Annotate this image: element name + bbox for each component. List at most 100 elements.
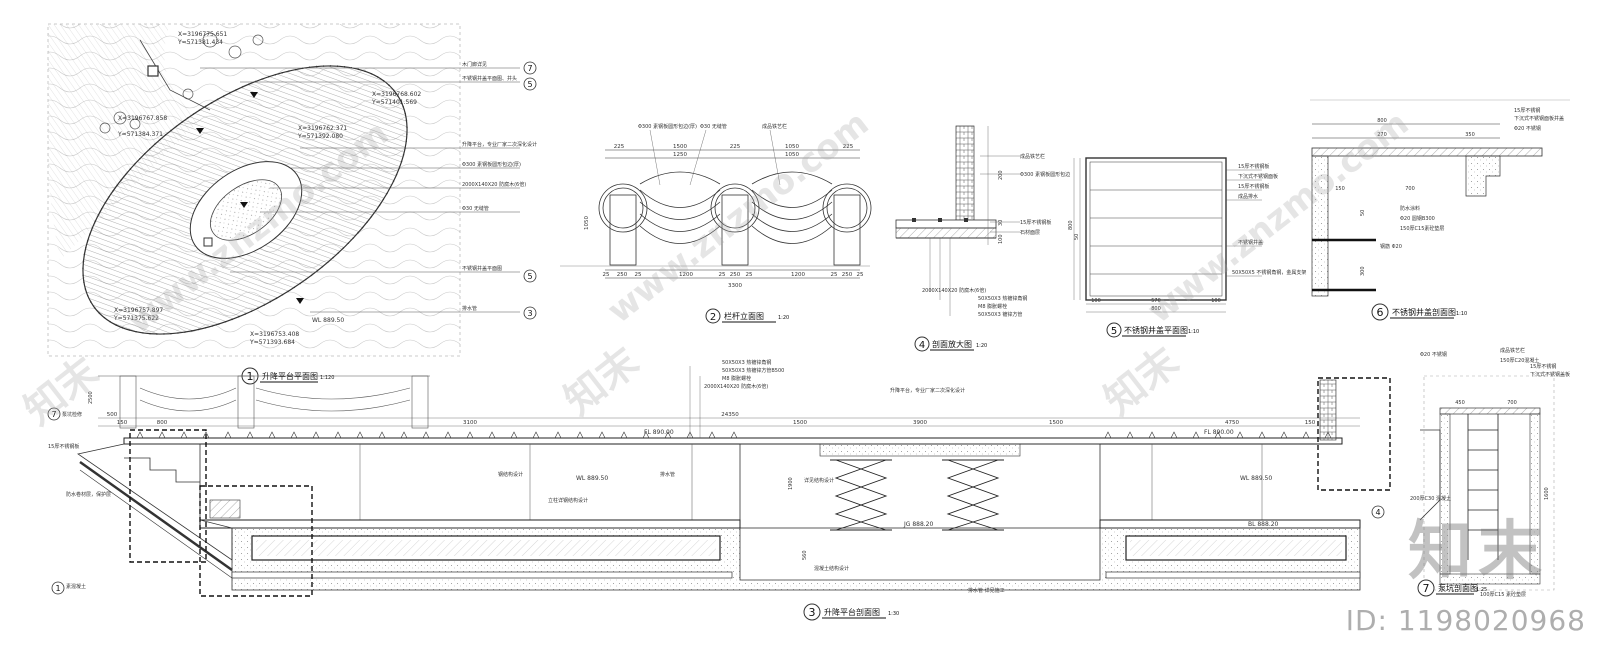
deck-clip [532, 431, 540, 439]
svg-text:2500: 2500 [88, 391, 94, 404]
svg-text:15厚不锈钢: 15厚不锈钢 [1514, 107, 1540, 114]
svg-text:3: 3 [527, 309, 532, 318]
deck-clip [708, 431, 716, 439]
deck-clip [1236, 431, 1244, 439]
deck-clip [1214, 431, 1222, 439]
manhole-plan-title: 不锈钢井盖平面图 [1124, 325, 1188, 335]
svg-text:5: 5 [527, 80, 532, 89]
svg-text:2000X140X20 防腐木(6倍): 2000X140X20 防腐木(6倍) [704, 383, 768, 390]
svg-text:25: 25 [603, 272, 610, 278]
svg-text:1500: 1500 [1049, 420, 1063, 426]
platform-section-3: 24350 3100 1500 3900 1500 4750 800 150 1… [47, 359, 1391, 621]
svg-text:250: 250 [730, 272, 741, 278]
svg-text:排水管 详见施工: 排水管 详见施工 [968, 587, 1005, 594]
svg-text:4750: 4750 [1225, 420, 1239, 426]
deck-clip [1104, 431, 1112, 439]
svg-text:5: 5 [1111, 326, 1117, 337]
section3-left-notes: 泵坑检修 15厚不锈钢板 防水卷材层，保护层 素混凝土 [48, 411, 111, 590]
manhole-cover-plan: 15厚不锈钢板 下沉式不锈钢面板 15厚不锈钢板 成品排水 不锈钢井盖 50X5… [1068, 157, 1306, 338]
svg-text:30: 30 [998, 220, 1004, 226]
svg-text:150厚C20混凝土: 150厚C20混凝土 [1500, 357, 1539, 364]
pump-pit-section: 成品铁艺栏 150厚C20混凝土 Φ20 不锈钢 15厚不锈钢 下沉式不锈钢盖板… [1410, 347, 1570, 598]
svg-text:800: 800 [1068, 220, 1074, 230]
svg-text:Φ300 素钢板圆形包边(厚): Φ300 素钢板圆形包边(厚) [638, 123, 697, 130]
svg-text:250: 250 [842, 272, 853, 278]
svg-text:50: 50 [1074, 234, 1080, 240]
svg-text:250: 250 [617, 272, 628, 278]
svg-text:3300: 3300 [728, 283, 742, 289]
svg-text:800: 800 [1151, 306, 1161, 312]
deck-clip [246, 431, 254, 439]
svg-text:Φ20 不锈钢: Φ20 不锈钢 [1514, 125, 1541, 132]
svg-text:50: 50 [1360, 210, 1366, 216]
svg-text:1:20: 1:20 [778, 315, 789, 321]
svg-text:15厚不锈钢板: 15厚不锈钢板 [1238, 183, 1269, 190]
svg-text:100: 100 [1211, 298, 1221, 304]
svg-text:详见结构设计: 详见结构设计 [804, 477, 834, 484]
svg-text:1: 1 [55, 584, 60, 593]
svg-text:Φ20 圆钢B300: Φ20 圆钢B300 [1400, 215, 1435, 222]
coord-c: X=3196768.602 [372, 91, 421, 98]
plan-callout: 排水管 [462, 305, 477, 312]
deck-clip [554, 431, 562, 439]
coord-i: X=3196757.897 [114, 307, 163, 314]
plan-view: X=3196775.651 Y=571381.434 X=3196768.602… [47, 23, 537, 357]
plan-callouts: 木门廊详见 不锈钢井盖平面图、井头 升降平台，专业厂家二次深化设计 Φ300 素… [462, 61, 537, 312]
svg-text:1050: 1050 [584, 216, 590, 230]
image-id-label: ID: 1198020968 [1345, 604, 1586, 637]
svg-text:1:120: 1:120 [320, 375, 334, 381]
svg-text:3: 3 [809, 606, 816, 619]
svg-text:钢筋 Φ20: 钢筋 Φ20 [1380, 243, 1402, 250]
deck-clip [730, 431, 738, 439]
svg-text:1:10: 1:10 [1188, 329, 1199, 335]
svg-text:150: 150 [1305, 420, 1316, 426]
svg-text:1:20: 1:20 [976, 343, 987, 349]
svg-text:15厚不锈钢板: 15厚不锈钢板 [1020, 219, 1051, 226]
svg-text:排水管: 排水管 [660, 471, 675, 478]
svg-text:Φ300 素钢板圆形包边: Φ300 素钢板圆形包边 [1020, 171, 1070, 178]
svg-text:1:25: 1:25 [1476, 587, 1487, 593]
deck-clip [224, 431, 232, 439]
railing-cables [639, 171, 833, 244]
pit-ladder [1467, 414, 1499, 560]
deck-clip [642, 431, 650, 439]
deck-clip [1126, 431, 1134, 439]
coord-a: X=3196775.651 [178, 31, 227, 38]
svg-text:15厚不锈钢板: 15厚不锈钢板 [48, 443, 79, 450]
deck-clip [444, 431, 452, 439]
deck-clip [466, 431, 474, 439]
svg-text:7: 7 [51, 410, 56, 419]
svg-text:25: 25 [719, 272, 726, 278]
railing-dims: 225 1500 225 1050 225 1250 1050 25 250 2… [603, 144, 864, 289]
manhole-section-title: 不锈钢井盖剖面图 [1392, 307, 1456, 317]
manhole-plan-dims: 570 100 100 800 [1091, 298, 1221, 312]
plan-callout: 木门廊详见 [462, 61, 487, 68]
svg-text:素混凝土: 素混凝土 [66, 583, 86, 590]
svg-text:成品排水: 成品排水 [1238, 193, 1258, 200]
deck-clip [180, 431, 188, 439]
section-detail-4: 成品铁艺栏 Φ300 素钢板圆形包边 15厚不锈钢板 石材面层 2000X140… [895, 125, 1070, 352]
svg-text:7: 7 [1423, 582, 1430, 595]
deck-clip [158, 431, 166, 439]
plan-wl: WL 889.50 [312, 317, 344, 324]
svg-text:WL 889.50: WL 889.50 [1240, 475, 1272, 482]
svg-text:成品铁艺栏: 成品铁艺栏 [762, 123, 787, 130]
svg-text:石材面层: 石材面层 [1020, 229, 1040, 236]
svg-text:6: 6 [1377, 306, 1384, 319]
svg-text:下沉式不锈钢面板井盖: 下沉式不锈钢面板井盖 [1514, 115, 1564, 122]
coord-l: Y=571393.684 [249, 339, 295, 346]
svg-text:50X50X3 热镀锌角钢: 50X50X3 热镀锌角钢 [722, 359, 771, 366]
scissor-lift [830, 459, 1004, 531]
svg-text:25: 25 [635, 272, 642, 278]
deck-clip [422, 431, 430, 439]
svg-text:M8 膨胀螺栓: M8 膨胀螺栓 [978, 303, 1007, 310]
svg-text:200厚C30 混凝土: 200厚C30 混凝土 [1410, 495, 1451, 502]
svg-text:150: 150 [117, 420, 128, 426]
manhole-section-dims: 800 270 350 150 700 [1335, 118, 1475, 192]
svg-text:防水卷材层，保护层: 防水卷材层，保护层 [66, 491, 111, 498]
deck-clip [1302, 431, 1310, 439]
svg-text:BL 888.20: BL 888.20 [1248, 521, 1279, 528]
svg-text:300: 300 [1360, 266, 1366, 276]
plan-callout: 不锈钢井盖平面图 [462, 265, 502, 272]
